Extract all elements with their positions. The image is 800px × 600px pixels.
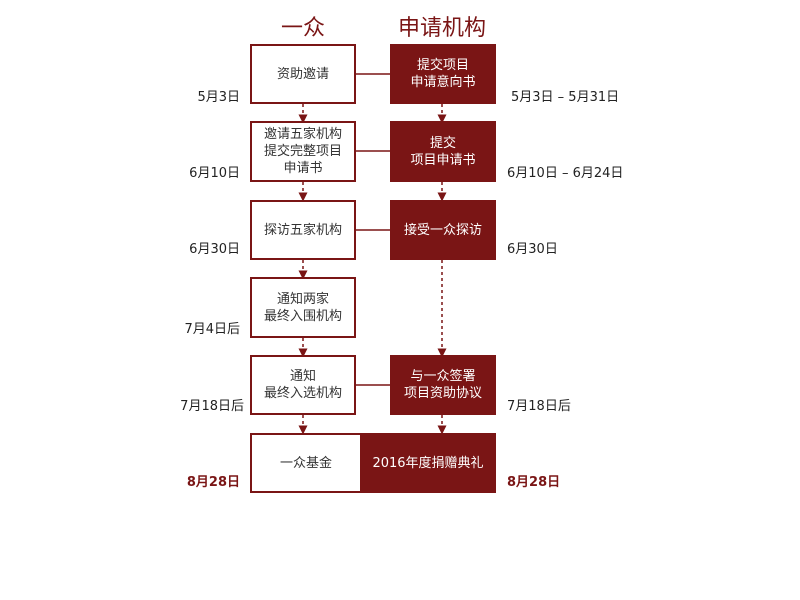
step-5-applicant-date: 7月18日后 [507,399,571,414]
step-5-yizhong-date: 7月18日后 [180,399,244,414]
step-2-yizhong-date: 6月10日 [189,166,240,181]
step-1-applicant-date: 5月3日 – 5月31日 [511,90,620,105]
step-3-applicant-date: 6月30日 [507,242,558,257]
step-6-applicant-date: 8月28日 [507,475,561,490]
step-3-yizhong-date: 6月30日 [189,242,240,257]
header-yizhong: 一众 [280,16,325,41]
step-1-applicant-box: 提交项目 申请意向书 [390,44,496,104]
step-6-yizhong-date: 8月28日 [186,475,240,490]
step-5-yizhong-box: 通知 最终入选机构 [250,355,356,415]
step-6-ceremony-box: 2016年度捐赠典礼 [360,433,496,493]
step-1-yizhong-box: 资助邀请 [250,44,356,104]
step-5-applicant-box: 与一众签署 项目资助协议 [390,355,496,415]
step-1-yizhong-date: 5月3日 [197,90,240,105]
step-3-yizhong-box: 探访五家机构 [250,200,356,260]
step-4-yizhong-box: 通知两家 最终入围机构 [250,277,356,338]
step-4-yizhong-date: 7月4日后 [184,322,240,337]
step-6-yizhong-box: 一众基金 [250,433,362,493]
step-2-applicant-box: 提交 项目申请书 [390,121,496,182]
step-3-applicant-box: 接受一众探访 [390,200,496,260]
header-applicant: 申请机构 [397,16,486,41]
step-2-yizhong-box: 邀请五家机构 提交完整项目 申请书 [250,121,356,182]
step-2-applicant-date: 6月10日 – 6月24日 [507,166,624,181]
